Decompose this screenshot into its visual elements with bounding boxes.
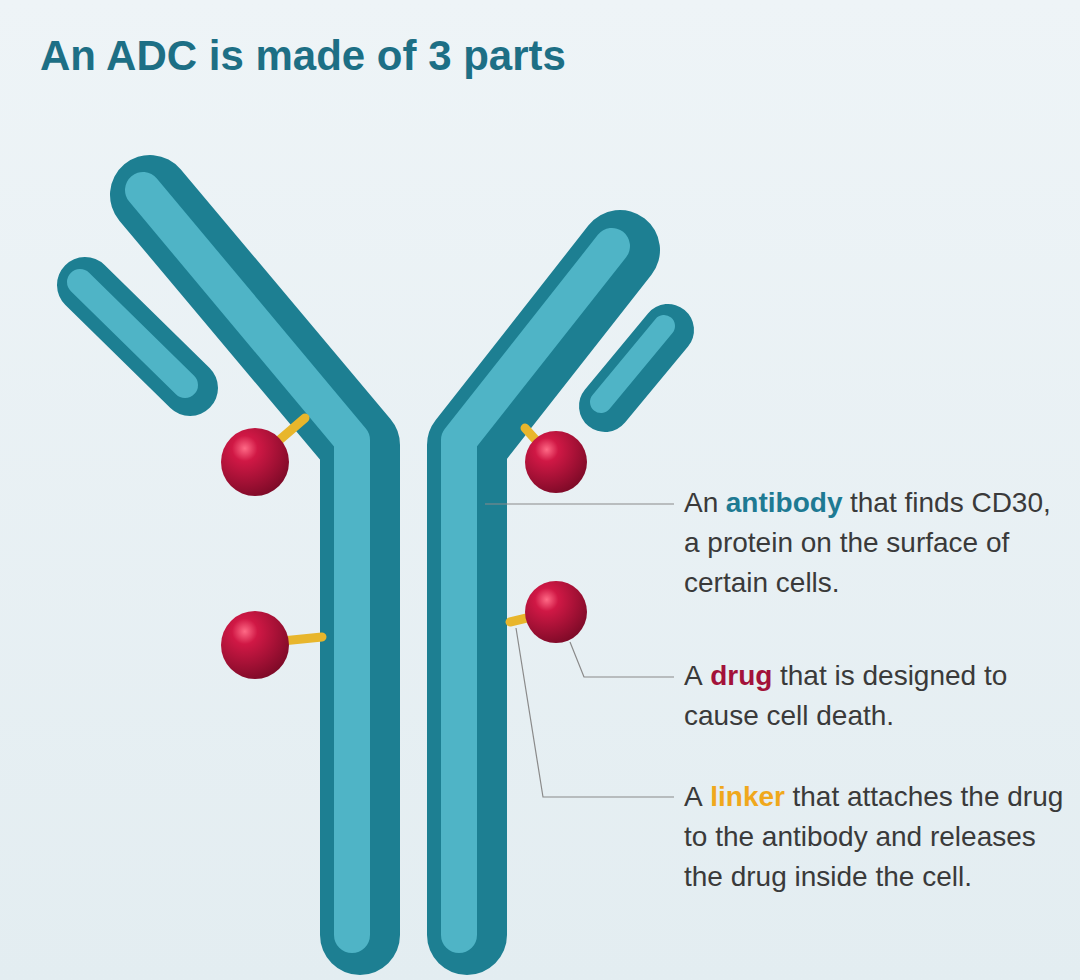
leader-line: [485, 504, 674, 797]
part-name: antibody: [726, 487, 843, 518]
title: An ADC is made of 3 parts: [40, 32, 566, 80]
callout-text: Alinkerthat attaches the drug to the ant…: [684, 777, 1064, 897]
part-name: drug: [710, 660, 772, 691]
linker-stick: [262, 418, 552, 643]
callout-label: An: [684, 487, 718, 518]
callout-label: A: [684, 660, 703, 691]
heavy-chain: [143, 190, 620, 935]
callout-text: Anantibodythat finds CD30, a protein on …: [684, 483, 1064, 603]
callout-text: Adrugthat is designed to cause cell deat…: [684, 656, 1064, 736]
callout-label: A: [684, 781, 703, 812]
drug-ball: [221, 428, 587, 679]
part-name: linker: [710, 781, 785, 812]
